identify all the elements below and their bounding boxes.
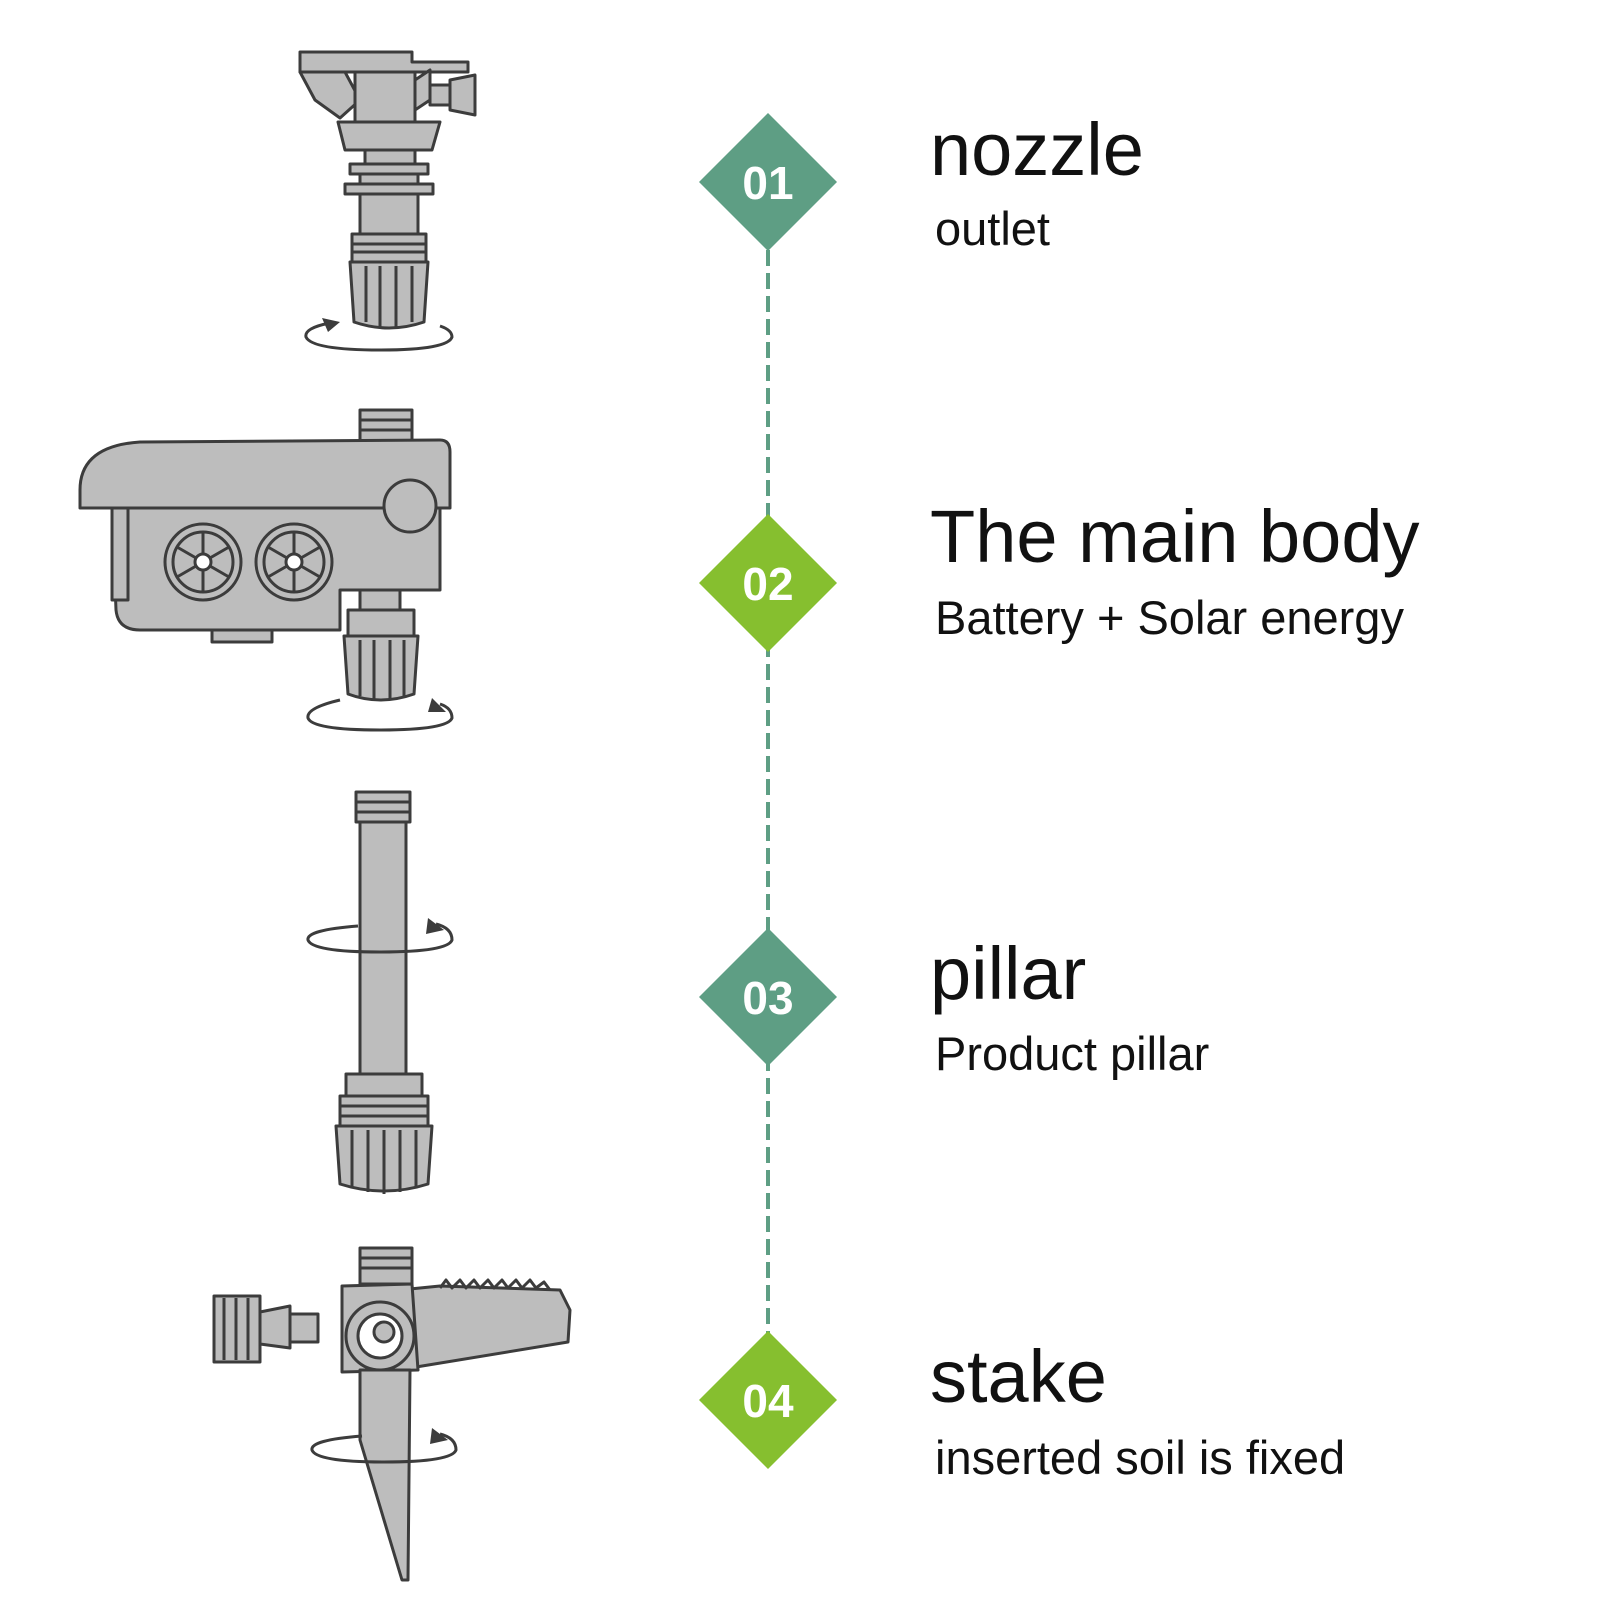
rotate-arrow-icon: [304, 321, 454, 352]
step-badge-01: 01: [699, 113, 837, 251]
rotate-arrow-icon: [310, 1432, 458, 1464]
step-badge-number: 02: [742, 558, 793, 610]
step-title-nozzle: nozzle: [930, 108, 1144, 191]
rotate-arrow-head-icon: [428, 698, 446, 712]
pillar-tube-icon: [334, 790, 434, 1194]
sprinkler-nozzle-icon: [298, 50, 477, 330]
step-badge-03: 03: [699, 928, 837, 1066]
step-subtitle-stake: inserted soil is fixed: [935, 1431, 1346, 1484]
step-badge-04: 04: [699, 1331, 837, 1469]
step-subtitle-nozzle: outlet: [935, 202, 1050, 255]
rotate-arrow-head-icon: [430, 1428, 448, 1444]
rotate-arrow-icon: [306, 698, 454, 732]
step-badge-02: 02: [699, 514, 837, 652]
step-title-stake: stake: [930, 1335, 1107, 1418]
step-badge-number: 04: [742, 1375, 794, 1427]
step-subtitle-pillar: Product pillar: [935, 1027, 1210, 1080]
rotate-arrow-head-icon: [322, 318, 340, 332]
step-subtitle-main-body: Battery + Solar energy: [935, 591, 1404, 644]
step-badge-number: 01: [742, 157, 793, 209]
dial-hub-icon: [193, 552, 213, 572]
step-title-main-body: The main body: [930, 495, 1420, 578]
dial-hub-icon: [284, 552, 304, 572]
rotate-arrow-icon: [306, 922, 454, 954]
rotate-arrow-head-icon: [426, 918, 444, 934]
ground-stake-icon: [212, 1246, 572, 1582]
step-title-pillar: pillar: [930, 932, 1087, 1015]
step-badge-number: 03: [742, 972, 793, 1024]
timer-body-icon: [78, 408, 452, 702]
